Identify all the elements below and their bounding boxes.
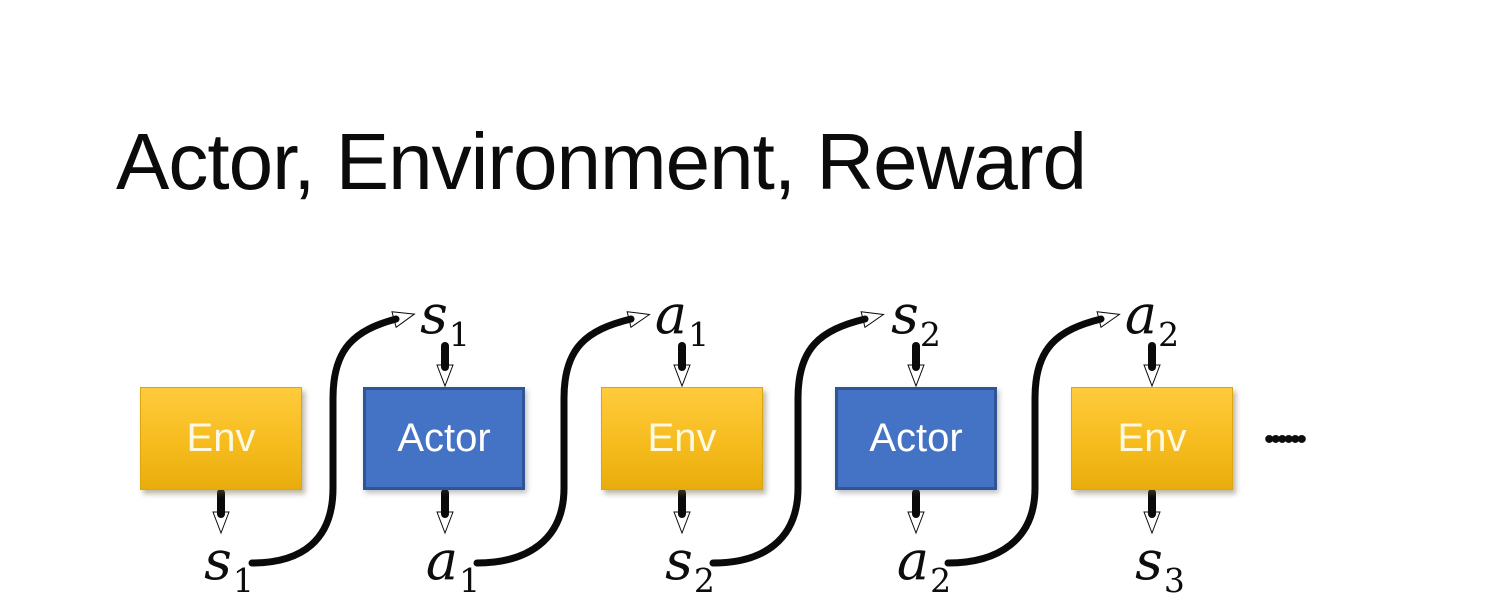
math-base: s <box>891 283 919 346</box>
math-base: a <box>1124 283 1158 346</box>
bottom-label-s1: s1 <box>204 534 254 600</box>
math-subscript: 2 <box>930 561 952 600</box>
top-label-s1: s1 <box>420 288 470 354</box>
slide-title: Actor, Environment, Reward <box>116 117 1087 206</box>
math-subscript: 2 <box>693 561 715 600</box>
math-subscript: 1 <box>688 315 710 354</box>
math-subscript: 2 <box>1158 315 1180 354</box>
math-base: s <box>665 529 693 592</box>
env-box-3: Env <box>1071 387 1233 490</box>
math-base: s <box>420 283 448 346</box>
env-box-1: Env <box>140 387 302 490</box>
actor-box-1: Actor <box>363 387 525 490</box>
math-base: s <box>204 529 232 592</box>
actor-box-2: Actor <box>835 387 997 490</box>
bottom-label-s3: s3 <box>1135 534 1185 600</box>
math-subscript: 3 <box>1163 561 1185 600</box>
math-base: a <box>896 529 930 592</box>
top-label-a1: a1 <box>655 288 710 354</box>
top-label-s2: s2 <box>891 288 941 354</box>
bottom-label-s2: s2 <box>665 534 715 600</box>
math-subscript: 2 <box>919 315 941 354</box>
math-subscript: 1 <box>232 561 254 600</box>
env-box-2: Env <box>601 387 763 490</box>
math-subscript: 1 <box>459 561 481 600</box>
top-label-a2: a2 <box>1125 288 1180 354</box>
math-base: a <box>425 529 459 592</box>
continuation-dots: •••••• <box>1264 423 1307 456</box>
bottom-label-a2: a2 <box>897 534 952 600</box>
math-base: s <box>1135 529 1163 592</box>
bottom-label-a1: a1 <box>426 534 481 600</box>
math-base: a <box>654 283 688 346</box>
math-subscript: 1 <box>448 315 470 354</box>
